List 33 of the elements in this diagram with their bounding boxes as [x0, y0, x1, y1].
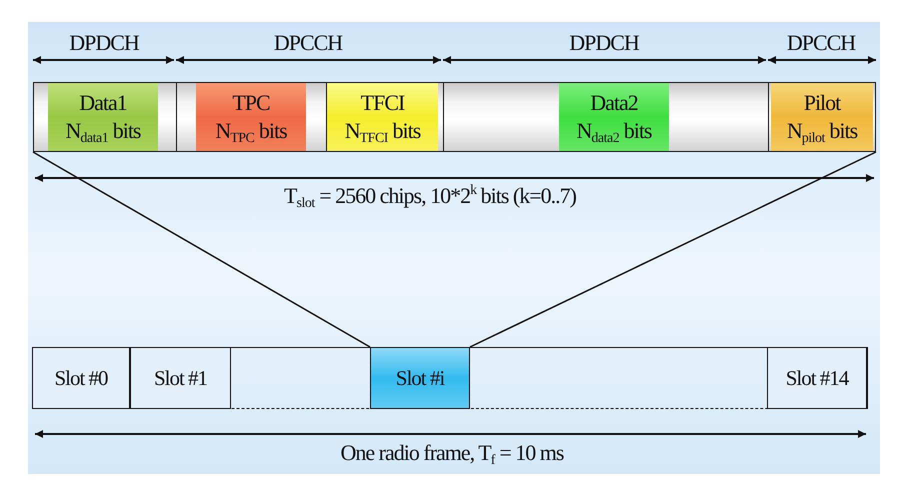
data-segment [559, 83, 669, 151]
tfci-segment [327, 83, 438, 151]
bit-count: N$_{data2}$ bits [576, 117, 652, 145]
bit-count: N$_{TPC}$ bits [215, 117, 287, 145]
slot-box [130, 347, 231, 409]
bit-count: N$_{TFCI}$ bits [344, 117, 420, 145]
field-name: TFCI [360, 89, 404, 117]
slot-duration-label: T$_{slot}$ = 2560 chips, 10*2$^{k}$ bits (k=0..7) [284, 183, 576, 209]
slot-label: Slot #0 [54, 365, 108, 392]
channel-label: DPDCH [69, 30, 139, 56]
bit-count: N$_{pilot}$ bits [786, 117, 858, 145]
field-name: Data2 [590, 89, 638, 117]
tpc-segment [196, 83, 306, 151]
slot-label: Slot #1 [154, 365, 208, 392]
slot-box [32, 347, 130, 409]
slot-label: Slot #i [396, 365, 444, 392]
field-name: Pilot [804, 89, 840, 117]
slot-bar [33, 82, 876, 152]
channel-label: DPCCH [274, 30, 342, 56]
channel-label: DPDCH [569, 30, 639, 56]
bit-count: N$_{data1}$ bits [65, 117, 140, 145]
expansion-line [470, 151, 876, 348]
data-segment [48, 83, 158, 151]
frame-duration-label: One radio frame, T$_{f}$ = 10 ms [340, 440, 564, 466]
slot-box [767, 347, 867, 409]
field-name: TPC [232, 89, 270, 117]
expansion-line [32, 151, 370, 348]
radio-frame-bar [32, 347, 868, 409]
channel-label: DPCCH [786, 30, 856, 56]
highlighted-slot-box [370, 347, 470, 409]
slot-label: Slot #14 [786, 365, 848, 392]
pilot-segment [771, 83, 873, 151]
field-name: Data1 [79, 89, 127, 117]
